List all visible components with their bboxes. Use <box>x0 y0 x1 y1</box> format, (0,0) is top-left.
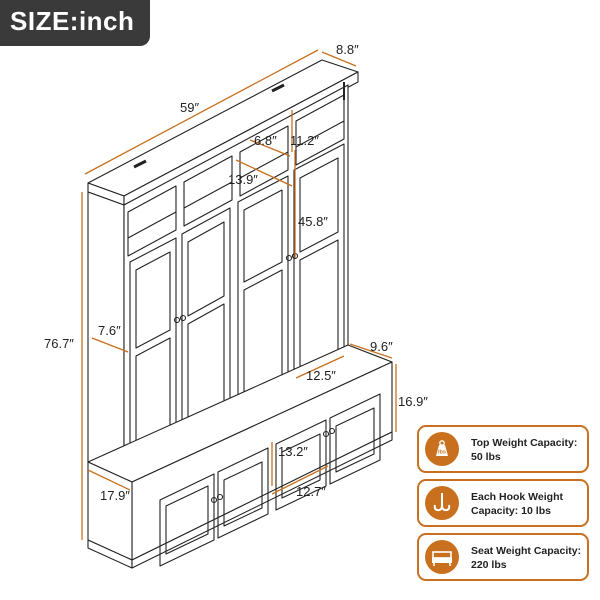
cabinet-outline <box>87 59 393 569</box>
bench-side-depth-label: 17.9″ <box>100 488 130 503</box>
capacity-card-top: lbs Top Weight Capacity: 50 lbs <box>417 425 589 473</box>
width-total-label: 59″ <box>180 100 200 115</box>
bench-width-label: 12.5″ <box>306 368 336 383</box>
shelf-width-label: 6.8″ <box>254 133 277 148</box>
top-cubby-height-label: 11.2″ <box>290 133 319 148</box>
capacity-text: Each Hook Weight Capacity: 10 lbs <box>471 491 563 517</box>
seat-icon <box>425 540 459 574</box>
bench-height-label: 16.9″ <box>398 394 428 409</box>
door-height-label: 45.8″ <box>298 214 328 229</box>
drawer-width-label: 12.7″ <box>296 484 326 499</box>
total-height-label: 76.7″ <box>44 336 74 351</box>
capacity-card-seat: Seat Weight Capacity: 220 lbs <box>417 533 589 581</box>
size-badge: SIZE:inch <box>0 0 150 46</box>
bench-depth-label: 9.6″ <box>370 339 393 354</box>
weight-icon: lbs <box>425 432 459 466</box>
drawer-height-label: 13.2″ <box>278 444 308 459</box>
capacity-card-hook: Each Hook Weight Capacity: 10 lbs <box>417 479 589 527</box>
capacity-text: Top Weight Capacity: 50 lbs <box>471 437 578 463</box>
size-badge-label: SIZE:inch <box>10 6 135 36</box>
capacity-text: Seat Weight Capacity: 220 lbs <box>471 545 582 571</box>
side-depth-label: 7.6″ <box>98 323 121 338</box>
depth-top-label: 8.8″ <box>336 42 359 57</box>
svg-text:lbs: lbs <box>438 450 446 456</box>
cubby-width-label: 13.9″ <box>228 172 258 187</box>
dimension-lines <box>81 49 397 540</box>
hook-icon <box>425 486 459 520</box>
